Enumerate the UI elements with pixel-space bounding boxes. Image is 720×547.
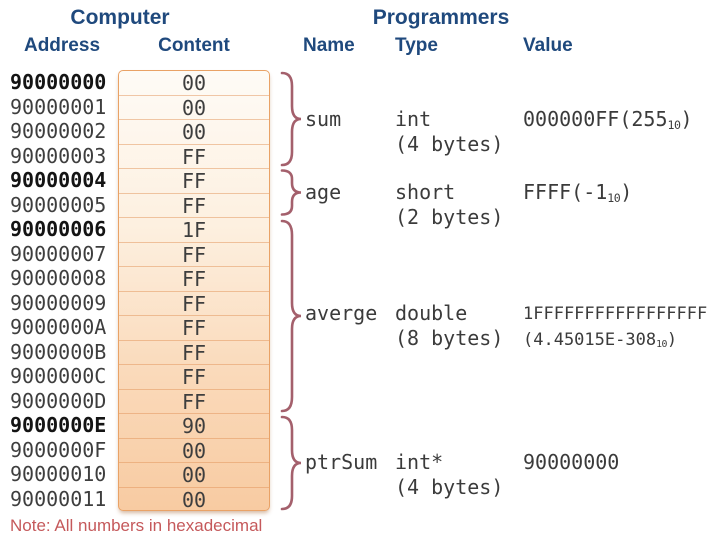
- variable-type-line1: int*: [395, 450, 444, 474]
- variable-value-line1: 1FFFFFFFFFFFFFFFFF: [523, 301, 707, 327]
- variable-type: int (4 bytes): [395, 107, 523, 157]
- memory-byte-cell: FF: [119, 267, 269, 292]
- brace-ptrsum: [280, 415, 302, 511]
- hexadecimal-note: Note: All numbers in hexadecimal: [10, 516, 263, 535]
- variable-value-line2: (4.45015E-30810): [523, 327, 707, 356]
- value-subscript: 10: [667, 117, 681, 132]
- computer-section-title: Computer: [70, 6, 170, 29]
- address-cell: 90000010: [10, 462, 107, 486]
- variable-value: 000000FF(25510): [523, 107, 693, 157]
- value-column-header: Value: [523, 35, 573, 56]
- address-column: 90000000 90000001 90000002 90000003 9000…: [10, 70, 116, 511]
- memory-content-column: 00 00 00 FF FF FF 1F FF FF FF FF FF FF F…: [118, 70, 270, 511]
- memory-byte-cell: 90: [119, 414, 269, 439]
- variable-type-line1: double: [395, 301, 468, 325]
- memory-byte-cell: 1F: [119, 218, 269, 243]
- memory-byte-cell: FF: [119, 243, 269, 267]
- variable-type: short (2 bytes): [395, 180, 523, 230]
- variable-value-line1: FFFF(-110): [523, 180, 632, 208]
- variable-type-line2: (4 bytes): [395, 132, 504, 156]
- address-cell: 9000000B: [10, 339, 107, 364]
- variable-name: ptrSum: [305, 450, 378, 474]
- content-column-header: Content: [158, 35, 230, 56]
- variable-row-age: age short (2 bytes) FFFF(-110): [305, 180, 632, 230]
- variable-row-sum: sum int (4 bytes) 000000FF(25510): [305, 107, 693, 157]
- variable-type-line1: short: [395, 180, 456, 204]
- variable-type-line1: int: [395, 107, 432, 131]
- address-cell: 90000007: [10, 241, 107, 266]
- brace-averge: [280, 219, 302, 413]
- value-text: FFFF(-1: [523, 180, 608, 204]
- variable-value: 1FFFFFFFFFFFFFFFFF (4.45015E-30810): [523, 301, 707, 356]
- address-cell: 9000000F: [10, 437, 107, 462]
- memory-byte-cell: FF: [119, 316, 269, 341]
- brace-age: [280, 169, 302, 216]
- memory-byte-cell: FF: [119, 169, 269, 194]
- memory-byte-cell: 00: [119, 71, 269, 96]
- address-cell: 90000001: [10, 94, 107, 119]
- address-cell: 90000011: [10, 486, 107, 511]
- variable-value: 90000000: [523, 450, 619, 500]
- address-cell: 90000005: [10, 192, 107, 217]
- address-cell: 90000009: [10, 290, 107, 315]
- value-subscript: 10: [656, 339, 667, 351]
- variable-type-line2: (8 bytes): [395, 326, 504, 350]
- address-cell: 90000008: [10, 266, 107, 290]
- variable-name: sum: [305, 107, 342, 131]
- variable-type: int* (4 bytes): [395, 450, 523, 500]
- memory-byte-cell: 00: [181, 487, 207, 511]
- value-close: ): [666, 330, 678, 350]
- variable-name: averge: [305, 301, 378, 325]
- value-text: 000000FF(255: [523, 107, 668, 131]
- address-cell: 9000000C: [10, 364, 107, 388]
- address-cell: 9000000E: [10, 413, 107, 437]
- value-text: 90000000: [523, 450, 620, 474]
- address-cell: 9000000D: [10, 388, 107, 413]
- address-cell: 90000003: [10, 143, 107, 168]
- variable-row-averge: averge double (8 bytes) 1FFFFFFFFFFFFFFF…: [305, 301, 707, 356]
- variable-value-line1: 90000000: [523, 450, 619, 475]
- memory-byte-cell: 00: [119, 96, 269, 120]
- memory-byte-cell: FF: [119, 194, 269, 218]
- memory-byte-cell: FF: [119, 292, 269, 316]
- variable-name: age: [305, 180, 342, 204]
- type-column-header: Type: [395, 35, 438, 56]
- address-cell: 90000006: [10, 217, 107, 241]
- value-text: 1FFFFFFFFFFFFFFFFF: [523, 304, 708, 324]
- memory-byte-cell: FF: [119, 390, 269, 414]
- value-close: ): [680, 107, 693, 131]
- variable-type-line2: (4 bytes): [395, 475, 504, 499]
- memory-byte-cell: FF: [119, 145, 269, 169]
- value-text: (4.45015E-308: [523, 330, 657, 350]
- address-cell: 9000000A: [10, 315, 107, 339]
- memory-byte-cell: 00: [119, 439, 269, 463]
- variable-type: double (8 bytes): [395, 301, 523, 356]
- value-subscript: 10: [607, 190, 621, 205]
- memory-byte-cell: 00: [119, 120, 269, 145]
- memory-byte-cell: 00: [119, 463, 269, 488]
- memory-byte-cell: FF: [119, 365, 269, 390]
- address-cell: 90000000: [10, 70, 107, 94]
- variable-value-line1: 000000FF(25510): [523, 107, 693, 135]
- variable-row-ptrsum: ptrSum int* (4 bytes) 90000000: [305, 450, 619, 500]
- programmers-section-title: Programmers: [372, 6, 510, 29]
- memory-byte-cell: FF: [119, 341, 269, 365]
- address-cell: 90000004: [10, 168, 107, 192]
- address-cell: 90000002: [10, 119, 107, 143]
- name-column-header: Name: [303, 35, 355, 56]
- value-close: ): [620, 180, 633, 204]
- variable-value: FFFF(-110): [523, 180, 632, 230]
- variable-type-line2: (2 bytes): [395, 205, 504, 229]
- address-column-header: Address: [23, 35, 101, 56]
- brace-sum: [280, 71, 302, 167]
